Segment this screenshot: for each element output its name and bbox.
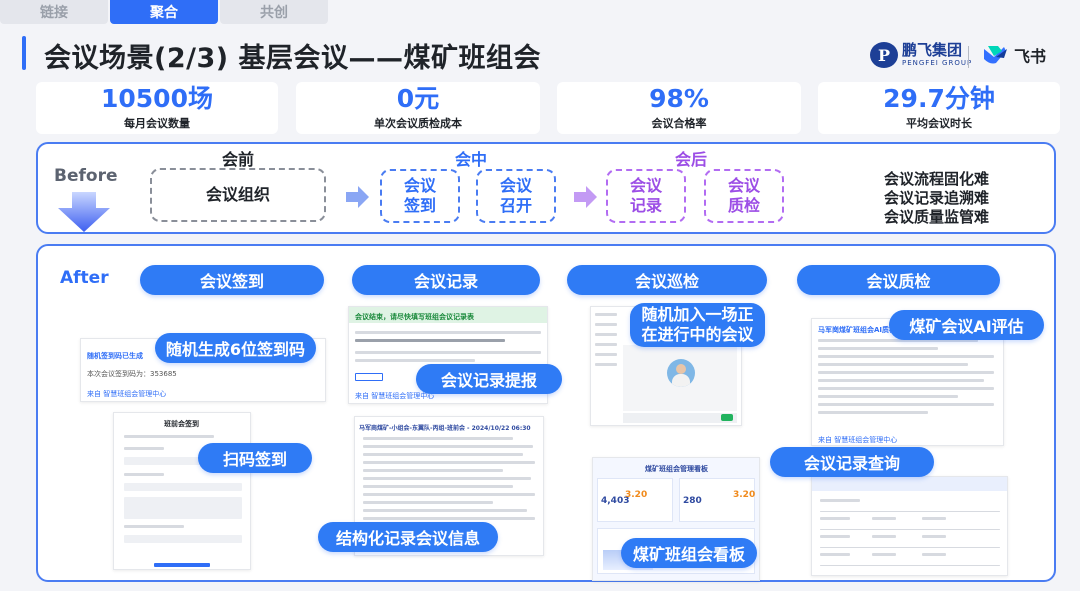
stat-label: 会议合格率 xyxy=(651,116,707,130)
box-text: 会议 xyxy=(727,176,760,195)
tab-cocreate[interactable]: 共创 xyxy=(220,0,328,24)
box-text: 记录 xyxy=(629,196,662,215)
feature-ai-eval: 煤矿会议AI评估 xyxy=(889,310,1044,340)
box-meeting-record: 会议 记录 xyxy=(606,169,686,223)
down-arrow-icon xyxy=(58,192,110,232)
quality-from-line: 来自 智慧班组会管理中心 xyxy=(818,436,898,444)
box-meeting-quality: 会议 质检 xyxy=(704,169,784,223)
top-tabs: 链接 聚合 共创 xyxy=(0,0,328,24)
box-text: 会议 xyxy=(629,176,662,195)
header-record: 会议记录 xyxy=(352,265,540,295)
feature-record-report: 会议记录提报 xyxy=(416,364,562,394)
box-meeting-signin: 会议 签到 xyxy=(380,169,460,223)
record-doc-title: 马军崗煤矿-小组会-东翼队-丙组-班前会 - 2024/10/22 06:30 xyxy=(359,425,531,432)
box-text: 召开 xyxy=(499,196,532,215)
box-text: 会议 xyxy=(403,176,436,195)
arrow-right-icon xyxy=(574,186,597,208)
feature-random-code: 随机生成6位签到码 xyxy=(155,333,316,363)
phase-during-meeting: 会中 xyxy=(455,150,488,169)
feature-text: 在进行中的会议 xyxy=(641,325,754,344)
phase-before-meeting: 会前 xyxy=(222,150,255,169)
header-patrol: 会议巡检 xyxy=(567,265,767,295)
stat-label: 单次会议质检成本 xyxy=(374,116,462,130)
dashboard-title: 煤矿班组会管理看板 xyxy=(645,465,708,473)
arrow-right-icon xyxy=(346,186,369,208)
feature-scan-signin: 扫码签到 xyxy=(198,443,312,473)
stat-label: 平均会议时长 xyxy=(906,116,972,130)
quality-head: 马军崗煤矿班组会AI质检 xyxy=(818,326,897,334)
record-query-table xyxy=(811,476,1008,576)
logo-divider xyxy=(968,46,969,68)
page-title: 会议场景(2/3) 基层会议——煤矿班组会 xyxy=(44,43,542,74)
dash-stat: 3.20 xyxy=(733,490,756,500)
feishu-logo: 飞书 xyxy=(982,43,1046,67)
stat-card-monthly-meetings: 10500场 每月会议数量 xyxy=(36,82,278,134)
signin-form: 班前会签到 xyxy=(113,412,251,570)
tab-aggregate[interactable]: 聚合 xyxy=(110,0,218,24)
participant-avatar xyxy=(667,359,695,387)
record-msg-head: 会议结束，请尽快填写班组会议记录表 xyxy=(355,313,474,321)
box-meeting-organize: 会议组织 xyxy=(150,168,326,222)
stat-value: 29.7分钟 xyxy=(883,84,995,114)
feature-dashboard: 煤矿班组会看板 xyxy=(621,538,757,568)
stat-value: 0元 xyxy=(396,84,440,114)
feishu-mark-icon xyxy=(984,46,1007,64)
feature-text: 随机加入一场正 xyxy=(641,305,754,324)
stat-card-qc-cost: 0元 单次会议质检成本 xyxy=(296,82,540,134)
header-signin: 会议签到 xyxy=(140,265,324,295)
box-text: 会议 xyxy=(499,176,532,195)
dash-stat: 4,403 xyxy=(601,496,630,506)
header-quality: 会议质检 xyxy=(797,265,1000,295)
stat-label: 每月会议数量 xyxy=(124,116,190,130)
stat-card-avg-duration: 29.7分钟 平均会议时长 xyxy=(818,82,1060,134)
pain-point: 会议记录追溯难 xyxy=(884,189,990,207)
after-label: After xyxy=(60,268,109,288)
stat-value: 10500场 xyxy=(101,84,213,114)
feature-record-query: 会议记录查询 xyxy=(770,447,934,477)
box-meeting-convene: 会议 召开 xyxy=(476,169,556,223)
pengfei-mark-icon: P xyxy=(870,42,898,68)
before-label: Before xyxy=(54,166,118,186)
pengfei-name: 鹏飞集团 xyxy=(902,41,963,59)
feature-random-join: 随机加入一场正 在进行中的会议 xyxy=(630,303,765,347)
feishu-name: 飞书 xyxy=(1014,47,1047,66)
pain-point: 会议质量监管难 xyxy=(884,208,990,226)
box-text: 质检 xyxy=(727,196,760,215)
stat-card-pass-rate: 98% 会议合格率 xyxy=(557,82,801,134)
dash-stat: 3.20 xyxy=(625,490,648,500)
pain-point: 会议流程固化难 xyxy=(884,170,990,188)
title-accent-bar xyxy=(22,36,26,70)
stat-value: 98% xyxy=(649,84,709,114)
box-text: 签到 xyxy=(403,196,436,215)
form-title: 班前会签到 xyxy=(164,420,199,428)
dash-stat: 280 xyxy=(683,496,702,506)
tab-link[interactable]: 链接 xyxy=(0,0,108,24)
pengfei-logo: P 鹏飞集团 PENGFEI GROUP xyxy=(870,42,972,68)
banner-text: 随机签到码已生成 xyxy=(87,352,143,360)
box-text: 会议组织 xyxy=(205,185,270,204)
record-from-line: 来自 智慧班组会管理中心 xyxy=(355,392,435,400)
code-line: 本次会议签到码为：353685 xyxy=(87,370,177,378)
from-line: 来自 智慧班组会管理中心 xyxy=(87,390,167,398)
pengfei-sub: PENGFEI GROUP xyxy=(902,59,973,67)
phase-after-meeting: 会后 xyxy=(675,150,708,169)
feature-structured-info: 结构化记录会议信息 xyxy=(318,522,498,552)
